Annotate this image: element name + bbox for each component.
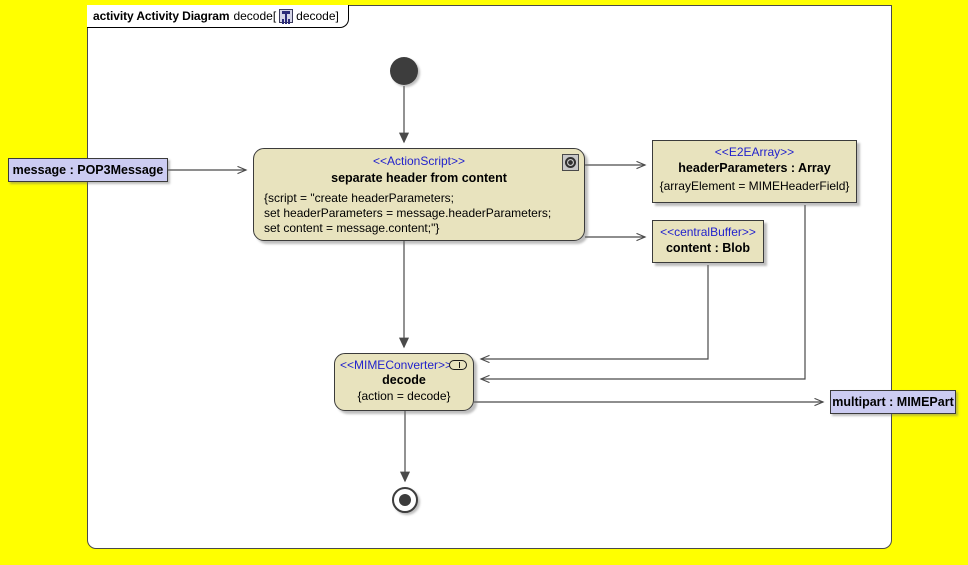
action-decode-title: decode [382, 373, 426, 387]
frame-tab-name: decode [296, 9, 336, 23]
action-separate-body: {script = "create headerParameters; set … [264, 191, 552, 235]
action-separate-title: separate header from content [331, 171, 507, 185]
action-decode-body: {action = decode} [357, 389, 451, 403]
action-decode-stereotype: <<MIMEConverter>> [335, 358, 473, 372]
frame-close-bracket: ] [335, 9, 339, 23]
activity-diagram-frame [87, 5, 892, 549]
header-parameters-title: headerParameters : Array [678, 161, 831, 175]
action-separate-header-from-content[interactable]: <<ActionScript>> separate header from co… [253, 148, 585, 241]
activity-diagram-icon [279, 9, 294, 23]
header-parameters-body: {arrayElement = MIMEHeaderField} [659, 179, 850, 193]
object-node-header-parameters[interactable]: <<E2EArray>> headerParameters : Array {a… [652, 140, 857, 203]
input-pin-label: message : POP3Message [12, 163, 164, 177]
content-blob-title: content : Blob [665, 241, 750, 255]
output-pin-label: multipart : MIMEPart [832, 395, 954, 409]
pill-icon[interactable] [449, 360, 467, 370]
header-parameters-stereotype: <<E2EArray>> [714, 145, 795, 159]
input-pin-message[interactable]: message : POP3Message [8, 158, 168, 182]
frame-title-tab: activity Activity Diagram decode[ decode… [87, 5, 349, 28]
initial-node[interactable] [390, 57, 418, 85]
object-node-content-blob[interactable]: <<centralBuffer>> content : Blob [652, 220, 764, 263]
action-separate-stereotype: <<ActionScript>> [372, 154, 466, 168]
activity-final-node[interactable] [392, 487, 418, 513]
script-gear-icon[interactable] [562, 154, 579, 171]
frame-name: decode[ [233, 9, 277, 23]
action-decode[interactable]: <<MIMEConverter>> decode {action = decod… [334, 353, 474, 411]
output-pin-multipart[interactable]: multipart : MIMEPart [830, 390, 956, 414]
content-blob-stereotype: <<centralBuffer>> [660, 225, 756, 239]
frame-keyword: activity Activity Diagram [93, 9, 230, 23]
